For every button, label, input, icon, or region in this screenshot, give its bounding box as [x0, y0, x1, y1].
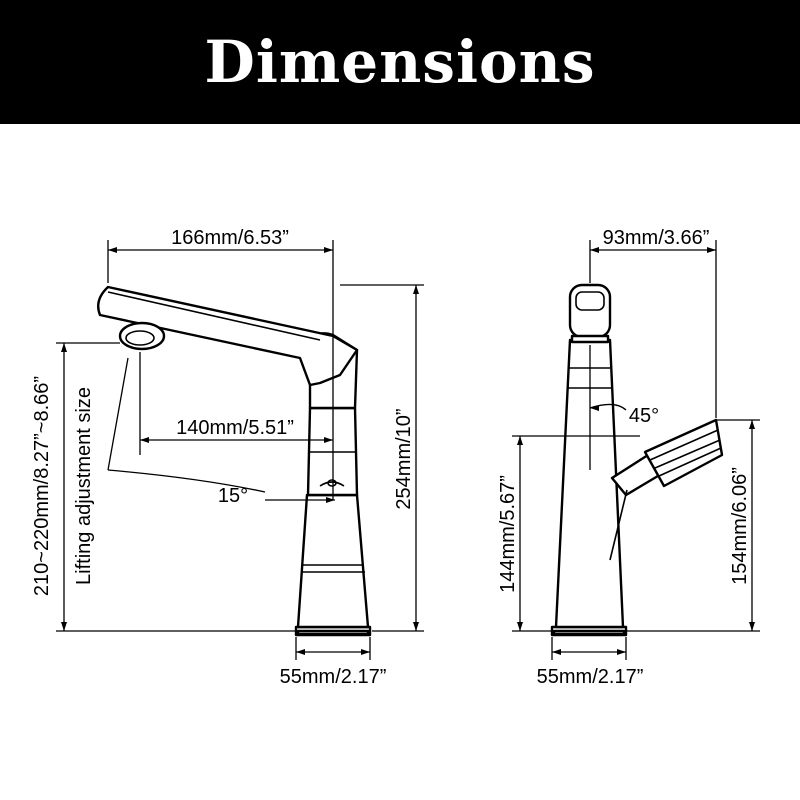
front-top-width-label: 93mm/3.66”	[603, 227, 710, 249]
side-lift-caption: Lifting adjustment size	[73, 387, 95, 585]
front-left-height-label: 144mm/5.67”	[497, 475, 519, 593]
side-angle-label: 15°	[218, 485, 248, 507]
front-base-width-label: 55mm/2.17”	[537, 666, 644, 688]
front-dimension-lines	[512, 240, 760, 660]
side-top-width-label: 166mm/6.53”	[171, 227, 289, 249]
faucet-side-body	[97, 285, 372, 637]
side-view: 166mm/6.53” 140mm/5.51” 15° 254mm/10” 21…	[31, 227, 424, 688]
title-banner: Dimensions	[0, 0, 800, 124]
front-right-height-label: 154mm/6.06”	[729, 467, 751, 585]
side-height-label: 254mm/10”	[393, 408, 415, 509]
side-base-width-label: 55mm/2.17”	[280, 666, 387, 688]
page-title: Dimensions	[204, 28, 596, 96]
side-reach-label: 140mm/5.51”	[176, 417, 294, 439]
front-labels: 93mm/3.66” 45° 144mm/5.67” 154mm/6.06” 5…	[497, 227, 751, 688]
side-dimension-lines	[56, 240, 424, 660]
faucet-front-body	[550, 283, 724, 637]
side-labels: 166mm/6.53” 140mm/5.51” 15° 254mm/10” 21…	[31, 227, 415, 688]
front-view: 93mm/3.66” 45° 144mm/5.67” 154mm/6.06” 5…	[497, 227, 760, 688]
front-angle-label: 45°	[629, 405, 659, 427]
side-lift-range-label: 210~220mm/8.27”~8.66”	[31, 376, 53, 596]
